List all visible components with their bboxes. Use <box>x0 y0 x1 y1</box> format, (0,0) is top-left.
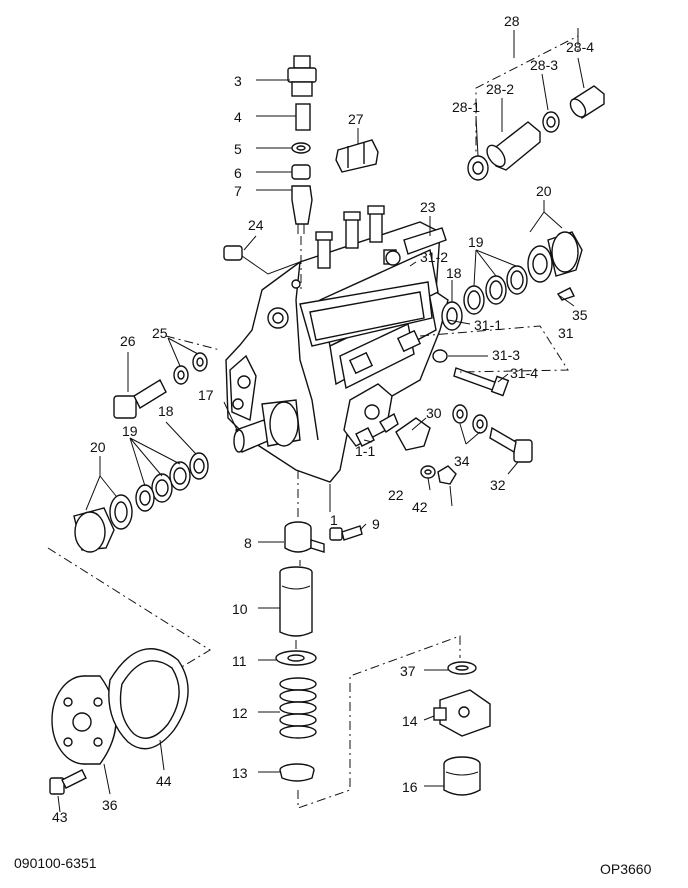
callout-43: 43 <box>52 809 68 825</box>
callout-13: 13 <box>232 765 248 781</box>
part-9-screw <box>329 525 363 541</box>
callout-labels: 1 1-1 3 4 5 6 7 8 9 10 11 12 13 14 16 17… <box>52 13 594 825</box>
callout-4: 4 <box>234 109 242 125</box>
callout-20-left: 20 <box>90 439 106 455</box>
callout-26: 26 <box>120 333 136 349</box>
part-32-bolt <box>489 426 533 463</box>
callout-3: 3 <box>234 73 242 89</box>
part-30-plate <box>395 417 431 451</box>
part-12-spring <box>279 677 317 739</box>
callout-34: 34 <box>454 453 470 469</box>
callout-19-right: 19 <box>468 234 484 250</box>
callout-7: 7 <box>234 183 242 199</box>
part-11-washer <box>275 650 317 666</box>
callout-5: 5 <box>234 141 242 157</box>
callout-14: 14 <box>402 713 418 729</box>
part-44-gasket <box>108 648 189 750</box>
part-8-clamp <box>284 521 325 553</box>
part-10-sleeve <box>279 566 313 637</box>
callout-1-1: 1-1 <box>355 443 375 459</box>
callout-31: 31 <box>558 325 574 341</box>
part-14-block <box>433 689 491 737</box>
callout-8: 8 <box>244 535 252 551</box>
callout-28-3: 28-3 <box>530 57 558 73</box>
drive-shaft-17 <box>233 399 301 453</box>
callout-11: 11 <box>232 653 247 669</box>
part-31-cover-gaskets <box>299 281 510 397</box>
callout-24: 24 <box>248 217 264 233</box>
callout-37: 37 <box>400 663 416 679</box>
footer-right-code: OP3660 <box>600 861 652 877</box>
left-stack <box>73 452 209 553</box>
callout-1: 1 <box>330 512 338 528</box>
callout-42: 42 <box>412 499 428 515</box>
callout-27: 27 <box>348 111 364 127</box>
part-35-clip <box>556 287 575 301</box>
callout-32: 32 <box>490 477 506 493</box>
callout-19-left: 19 <box>122 423 138 439</box>
part-36-flange <box>51 675 117 765</box>
callout-23: 23 <box>420 199 436 215</box>
part-37-washer <box>447 661 477 675</box>
callout-31-4: 31-4 <box>510 365 538 381</box>
part-34-washers <box>452 404 488 434</box>
callout-9: 9 <box>372 516 380 532</box>
footer-left-code: 090100-6351 <box>14 855 97 871</box>
callout-36: 36 <box>102 797 118 813</box>
part-16-plug <box>443 756 481 796</box>
callout-25: 25 <box>152 325 168 341</box>
right-gear-stack <box>441 231 583 331</box>
callout-12: 12 <box>232 705 248 721</box>
callout-28-4: 28-4 <box>566 39 594 55</box>
callout-35: 35 <box>572 307 588 323</box>
callout-31-3: 31-3 <box>492 347 520 363</box>
part-25-washer <box>173 352 208 385</box>
part-13-seat <box>279 763 315 782</box>
callout-31-2: 31-2 <box>420 249 448 265</box>
callout-22: 22 <box>388 487 404 503</box>
delivery-valve-stack <box>287 55 317 290</box>
callout-6: 6 <box>234 165 242 181</box>
callout-20-right: 20 <box>536 183 552 199</box>
callout-10: 10 <box>232 601 248 617</box>
callout-30: 30 <box>426 405 442 421</box>
callout-28: 28 <box>504 13 520 29</box>
part-26-bolt <box>113 379 167 419</box>
part-24-plug <box>223 245 301 275</box>
callout-17: 17 <box>198 387 214 403</box>
part-27-bracket <box>335 139 379 173</box>
callout-16: 16 <box>402 779 418 795</box>
callout-18-left: 18 <box>158 403 174 419</box>
delivery-valve-holders <box>315 205 397 269</box>
callout-31-1: 31-1 <box>474 317 502 333</box>
callout-18-right: 18 <box>446 265 462 281</box>
leader-lines <box>57 30 585 813</box>
parts-22-42 <box>420 465 457 485</box>
callout-44: 44 <box>156 773 172 789</box>
part-23-lever <box>385 227 447 266</box>
part-43-bolt <box>49 769 87 795</box>
part-28-assembly <box>467 85 605 181</box>
callout-28-1: 28-1 <box>452 99 480 115</box>
callout-28-2: 28-2 <box>486 81 514 97</box>
